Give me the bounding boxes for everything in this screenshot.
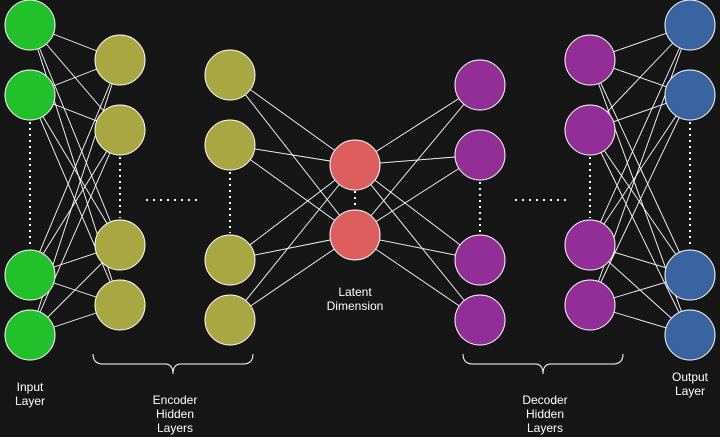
decoder-node xyxy=(564,279,616,331)
decoder-label-line-2: Hidden xyxy=(525,407,565,421)
output-label-line-2: Layer xyxy=(674,384,706,398)
encoder-node xyxy=(94,279,146,331)
output-layer-label: Output Layer xyxy=(640,370,720,398)
connection-line xyxy=(589,129,691,336)
connection-line xyxy=(589,129,691,276)
decoder-label-line-3: Layers xyxy=(526,421,564,435)
encoder-node xyxy=(204,119,256,171)
latent-label-line-1: Latent xyxy=(338,285,372,299)
decoder-bracket xyxy=(462,353,624,375)
connection-line xyxy=(229,164,356,261)
input-label-line-2: Layer xyxy=(14,394,46,408)
encoder-hidden-layers-label: Encoder Hidden Layers xyxy=(125,393,225,435)
encoder-node xyxy=(94,34,146,86)
connection-line xyxy=(29,94,121,306)
decoder-label-line-1: Decoder xyxy=(522,393,568,407)
connection-line xyxy=(229,74,356,166)
latent-label-line-2: Dimension xyxy=(326,299,384,313)
connection-line xyxy=(29,24,121,246)
input-layer-label: Input Layer xyxy=(0,380,80,408)
input-label-line-1: Input xyxy=(16,380,44,394)
decoder-node xyxy=(454,294,506,346)
decoder-node xyxy=(564,34,616,86)
neurons xyxy=(4,0,716,361)
connection-line xyxy=(589,59,691,276)
output-node xyxy=(664,309,716,361)
encoder-node xyxy=(204,294,256,346)
decoder-hidden-layers-label: Decoder Hidden Layers xyxy=(495,393,595,435)
ellipsis-markers xyxy=(29,122,691,248)
connection-line xyxy=(29,129,121,336)
encoder-bracket xyxy=(92,353,254,375)
layer-brackets xyxy=(92,353,624,375)
decoder-node xyxy=(564,104,616,156)
latent-node xyxy=(329,209,381,261)
input-node xyxy=(4,0,56,51)
latent-node xyxy=(329,139,381,191)
output-node xyxy=(664,69,716,121)
connection-line xyxy=(354,164,481,261)
encoder-node xyxy=(204,234,256,286)
connection-line xyxy=(589,94,691,246)
decoder-node xyxy=(454,234,506,286)
connection-line xyxy=(29,59,121,276)
connection-line xyxy=(29,129,121,276)
latent-dimension-label: Latent Dimension xyxy=(305,285,405,313)
encoder-label-line-2: Hidden xyxy=(155,407,195,421)
decoder-node xyxy=(454,59,506,111)
encoder-node xyxy=(94,219,146,271)
connection-line xyxy=(29,94,121,246)
input-node xyxy=(4,309,56,361)
output-label-line-1: Output xyxy=(671,370,709,384)
connection-line xyxy=(589,24,691,246)
encoder-label-line-1: Encoder xyxy=(152,393,198,407)
connection-line xyxy=(589,94,691,306)
encoder-label-line-3: Layers xyxy=(156,421,194,435)
encoder-node xyxy=(94,104,146,156)
decoder-node xyxy=(454,129,506,181)
connection-line xyxy=(354,84,481,236)
input-node xyxy=(4,249,56,301)
connection-line xyxy=(229,164,356,321)
connection-line xyxy=(229,144,356,236)
encoder-node xyxy=(204,49,256,101)
connection-line xyxy=(354,164,481,321)
output-node xyxy=(664,0,716,51)
decoder-node xyxy=(564,219,616,271)
output-node xyxy=(664,249,716,301)
input-node xyxy=(4,69,56,121)
